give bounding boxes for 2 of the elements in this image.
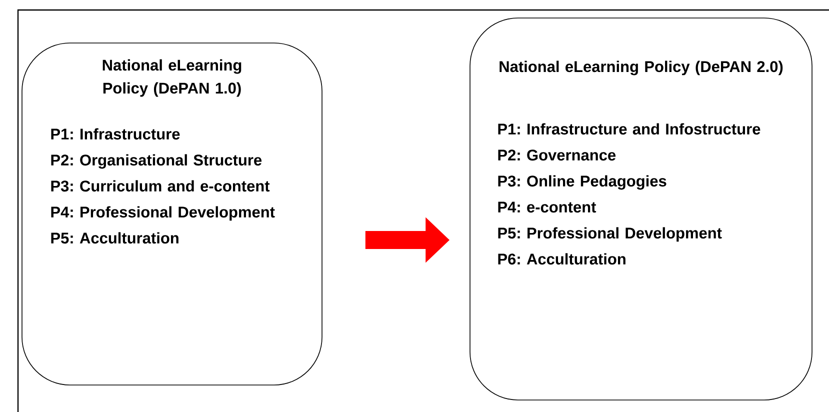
policy-box: National eLearning Policy (DePAN 1.0) P1: Infrastructure P2: Organisational Structure P3: Curriculum and e-content P4: Professional Development P5: Acculturation <box>22 42 322 386</box>
policy-box: National eLearning Policy (DePAN 2.0) P1: Infrastructure and Infostructure P2: Governance P3: Online Pedagogies P4: e-content P5: Professional Development P6: Acculturation <box>470 18 812 400</box>
